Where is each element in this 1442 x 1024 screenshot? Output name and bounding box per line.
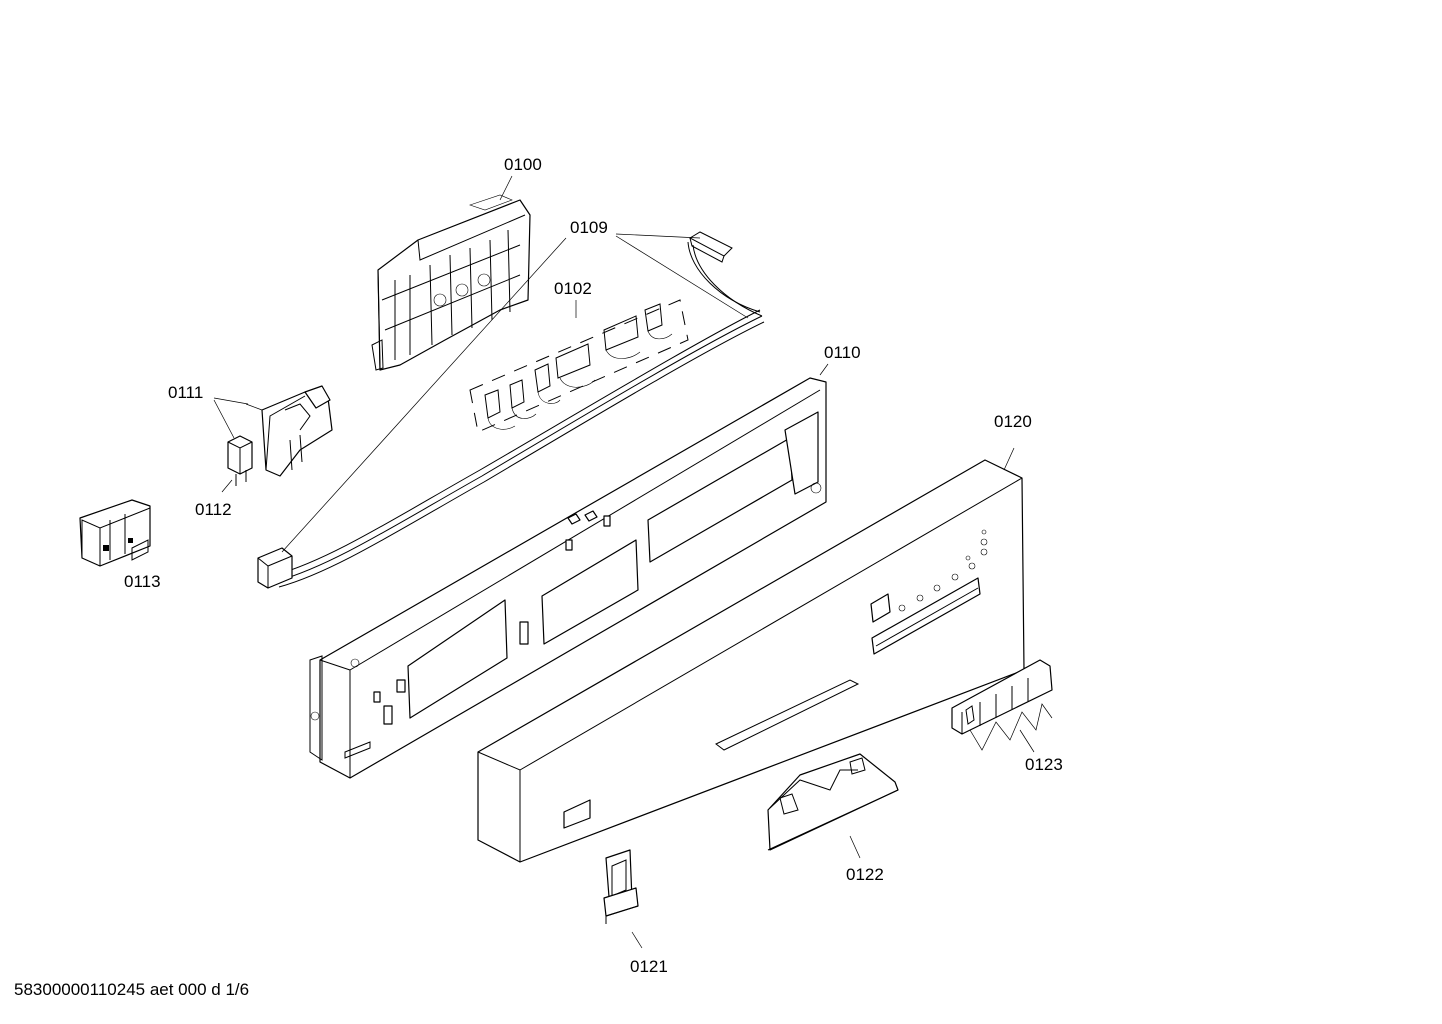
part-0100-control-module[interactable]: [371, 194, 531, 371]
label-0102: 0102: [554, 279, 592, 298]
label-0123: 0123: [1025, 755, 1063, 774]
leader-0100: [499, 175, 513, 201]
part-0112-capacitor[interactable]: [213, 399, 253, 493]
leader-0111: [245, 403, 263, 411]
label-0100: 0100: [504, 155, 542, 174]
drawing-reference-footer: 58300000110245 aet 000 d 1/6: [14, 980, 250, 999]
part-0111-main-switch[interactable]: [213, 385, 333, 477]
part-0121-clip[interactable]: [603, 849, 643, 949]
part-0109-cable-harness[interactable]: [257, 231, 765, 589]
label-0110: 0110: [824, 343, 861, 362]
part-0102-connector-set[interactable]: [469, 299, 689, 433]
part-0110-frame-panel[interactable]: [309, 363, 829, 779]
label-0120: 0120: [994, 412, 1032, 431]
label-0109: 0109: [570, 218, 608, 237]
part-0113-relay[interactable]: [79, 499, 151, 567]
part-0120-front-fascia[interactable]: [477, 447, 1025, 863]
part-0123-button-strip[interactable]: [951, 659, 1053, 753]
label-0121: 0121: [630, 957, 668, 976]
label-0112: 0112: [195, 500, 232, 519]
label-0113: 0113: [124, 572, 161, 591]
label-0122: 0122: [846, 865, 884, 884]
part-0122-handle[interactable]: [767, 753, 899, 859]
label-0111: 0111: [168, 383, 203, 402]
